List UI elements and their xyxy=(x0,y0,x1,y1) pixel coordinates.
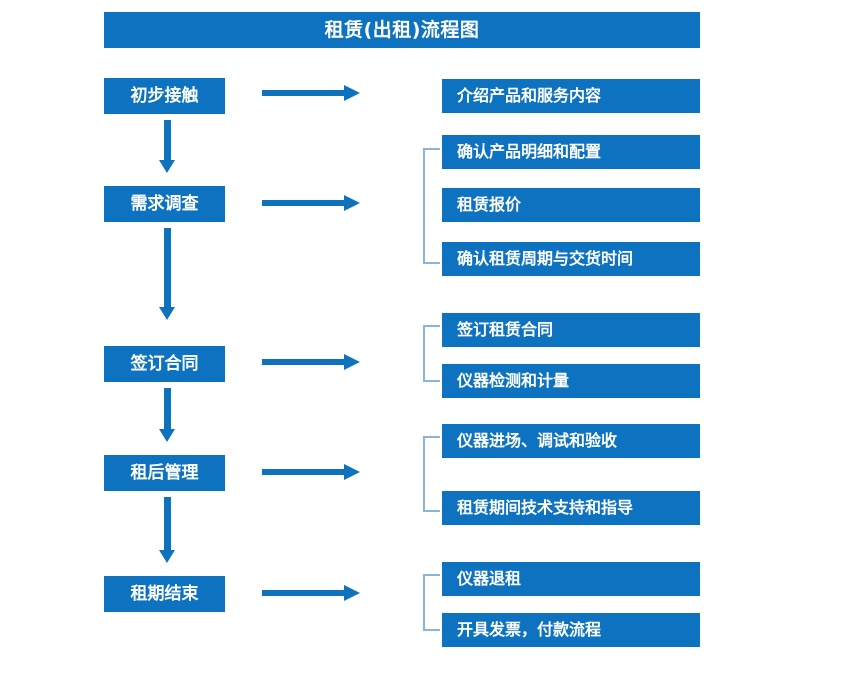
arrow-head xyxy=(344,195,360,211)
stage-label: 需求调查 xyxy=(130,193,199,214)
arrow-right-icon xyxy=(262,354,360,370)
arrow-head xyxy=(344,354,360,370)
detail-label: 介绍产品和服务内容 xyxy=(457,86,602,105)
detail-box-5[interactable]: 签订租赁合同 xyxy=(442,313,700,347)
detail-box-9[interactable]: 仪器退租 xyxy=(442,562,700,596)
detail-label: 确认租赁周期与交货时间 xyxy=(457,249,634,268)
group-bracket-icon xyxy=(423,325,440,382)
stage-box-2[interactable]: 需求调查 xyxy=(104,186,225,222)
arrow-shaft xyxy=(262,590,346,596)
arrow-head xyxy=(159,550,175,563)
detail-box-7[interactable]: 仪器进场、调试和验收 xyxy=(442,424,700,458)
arrow-head xyxy=(344,585,360,601)
arrow-down-icon xyxy=(159,497,175,563)
arrow-head xyxy=(159,160,175,173)
detail-label: 开具发票，付款流程 xyxy=(457,620,602,639)
detail-box-10[interactable]: 开具发票，付款流程 xyxy=(442,613,700,647)
detail-label: 租赁报价 xyxy=(457,195,522,214)
arrow-right-icon xyxy=(262,85,360,101)
arrow-head xyxy=(344,464,360,480)
arrow-head xyxy=(344,85,360,101)
arrow-shaft xyxy=(164,497,171,550)
stage-box-1[interactable]: 初步接触 xyxy=(104,78,225,114)
arrow-down-icon xyxy=(159,388,175,442)
arrow-head xyxy=(159,429,175,442)
arrow-down-icon xyxy=(159,228,175,320)
arrow-right-icon xyxy=(262,585,360,601)
group-bracket-icon xyxy=(423,148,440,264)
arrow-right-icon xyxy=(262,195,360,211)
stage-label: 租后管理 xyxy=(130,462,199,483)
arrow-shaft xyxy=(262,200,346,206)
detail-box-1[interactable]: 介绍产品和服务内容 xyxy=(442,79,700,113)
group-bracket-icon xyxy=(423,436,440,512)
arrow-shaft xyxy=(262,469,346,475)
stage-box-3[interactable]: 签订合同 xyxy=(104,346,225,382)
group-bracket-icon xyxy=(423,574,440,631)
arrow-shaft xyxy=(164,228,171,307)
stage-box-5[interactable]: 租期结束 xyxy=(104,576,225,612)
stage-label: 初步接触 xyxy=(130,85,199,106)
detail-box-6[interactable]: 仪器检测和计量 xyxy=(442,364,700,398)
detail-box-8[interactable]: 租赁期间技术支持和指导 xyxy=(442,491,700,525)
detail-box-2[interactable]: 确认产品明细和配置 xyxy=(442,135,700,169)
detail-box-4[interactable]: 确认租赁周期与交货时间 xyxy=(442,242,700,276)
arrow-right-icon xyxy=(262,464,360,480)
detail-label: 确认产品明细和配置 xyxy=(457,142,602,161)
page-title: 租赁(出租)流程图 xyxy=(324,18,480,41)
detail-label: 仪器退租 xyxy=(457,569,522,588)
arrow-shaft xyxy=(164,388,171,429)
arrow-down-icon xyxy=(159,120,175,173)
detail-label: 仪器检测和计量 xyxy=(457,371,570,390)
detail-label: 仪器进场、调试和验收 xyxy=(457,431,618,450)
arrow-shaft xyxy=(262,90,346,96)
chart-title-banner: 租赁(出租)流程图 xyxy=(104,12,700,48)
arrow-shaft xyxy=(164,120,171,160)
detail-label: 租赁期间技术支持和指导 xyxy=(457,498,634,517)
detail-box-3[interactable]: 租赁报价 xyxy=(442,188,700,222)
arrow-shaft xyxy=(262,359,346,365)
stage-box-4[interactable]: 租后管理 xyxy=(104,455,225,491)
stage-label: 租期结束 xyxy=(130,583,199,604)
stage-label: 签订合同 xyxy=(130,353,199,374)
detail-label: 签订租赁合同 xyxy=(457,320,554,339)
arrow-head xyxy=(159,307,175,320)
